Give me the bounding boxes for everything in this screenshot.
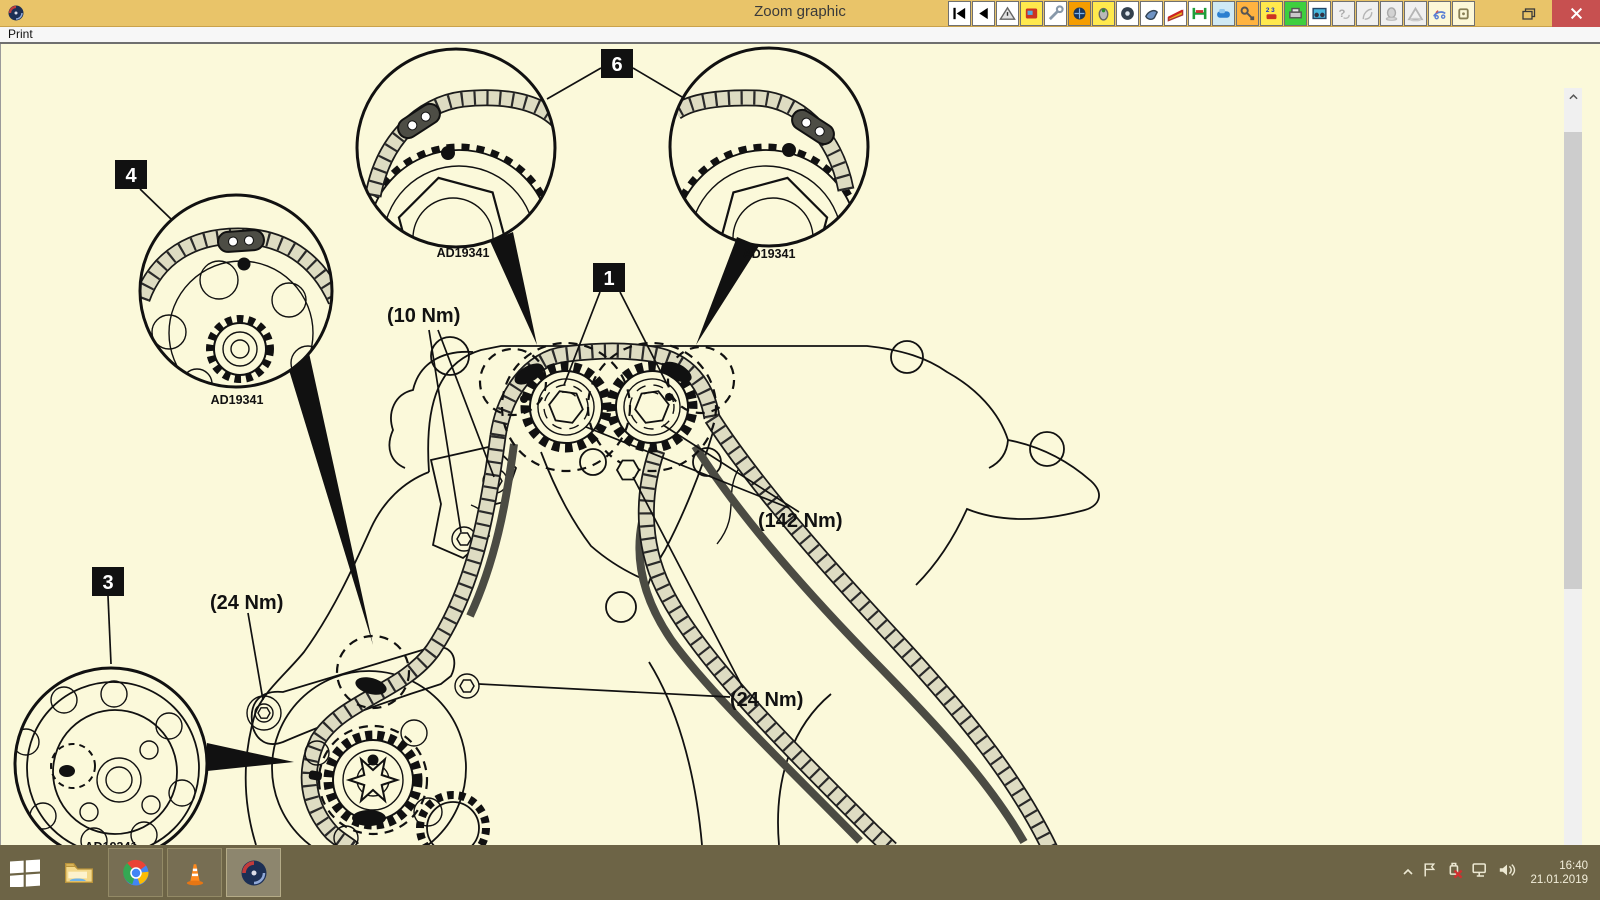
pointer-wedges	[207, 232, 759, 771]
marked-link-4	[217, 229, 265, 253]
diagnostic-connector-button[interactable]	[1020, 1, 1043, 26]
detail-view-4	[138, 193, 334, 389]
lower-marked-link	[355, 677, 387, 695]
system-tray: 16:40 21.01.2019	[1402, 845, 1600, 900]
timing-chain-diagram: .ol{fill:none;stroke:#111;stroke-width:1…	[13, 46, 1100, 845]
titlebar: Zoom graphic 2 3 ?	[0, 0, 1600, 27]
chain-guide-left	[466, 443, 518, 618]
procedures-disabled-button[interactable]	[1356, 1, 1379, 26]
go-back-button[interactable]	[972, 1, 995, 26]
timing-mark-window-3	[50, 743, 96, 789]
window-controls	[1506, 0, 1600, 27]
key-transponder-button[interactable]	[1236, 1, 1259, 26]
restore-button[interactable]	[1506, 0, 1552, 27]
taskbar-vlc[interactable]	[167, 848, 222, 897]
crank-sprocket	[304, 719, 490, 845]
torque-label-24nm-left: (24 Nm)	[210, 592, 283, 614]
warning-button[interactable]	[996, 1, 1019, 26]
callout-3: 3	[102, 572, 113, 594]
marked-link-6-left	[397, 102, 441, 140]
video-guide-button[interactable]	[1308, 1, 1331, 26]
marked-link-6-right	[791, 108, 835, 146]
crankshaft-assembly	[246, 645, 467, 845]
graphic-viewport: .ol{fill:none;stroke:#111;stroke-width:1…	[0, 44, 1582, 889]
vehicle-lift-button[interactable]	[1188, 1, 1211, 26]
taskbar: 16:40 21.01.2019	[0, 845, 1600, 900]
taskbar-clock[interactable]: 16:40 21.01.2019	[1530, 859, 1588, 887]
app-icon	[7, 4, 25, 22]
callout-6: 6	[611, 54, 622, 76]
callouts: 6 4 1 3	[92, 49, 683, 665]
torque-label-24nm-right: (24 Nm)	[730, 689, 803, 711]
scrollbar-thumb[interactable]	[1564, 132, 1582, 589]
figure-code-6-left: AD19341	[437, 246, 490, 260]
tray-expand-icon[interactable]	[1402, 864, 1414, 882]
air-conditioning-button[interactable]	[1212, 1, 1235, 26]
timing-dot-6-left	[441, 146, 455, 160]
wiring-diagram-button[interactable]	[1428, 1, 1451, 26]
wheels-tyres-button[interactable]	[1116, 1, 1139, 26]
service-indicator-button[interactable]	[1068, 1, 1091, 26]
figure-code-4: AD19341	[211, 393, 264, 407]
timing-dot-6-right	[782, 143, 796, 157]
menu-print[interactable]: Print	[8, 27, 33, 41]
component-parts-button[interactable]	[1140, 1, 1163, 26]
figure-codes: AD19341 AD19341 AD19341 AD19341	[85, 246, 796, 845]
torque-label-142nm: (142 Nm)	[758, 510, 842, 532]
callout-box-4	[115, 160, 147, 189]
taskbar-file-explorer[interactable]	[58, 848, 100, 897]
callout-box-3	[92, 567, 124, 596]
detail-view-3	[13, 666, 209, 845]
figure-code-3: AD19341	[85, 840, 138, 845]
menu-separator	[0, 42, 1600, 44]
callout-1: 1	[603, 268, 614, 290]
battery-check-button[interactable]	[1452, 1, 1475, 26]
torque-labels: (10 Nm) (142 Nm) (24 Nm) (24 Nm)	[210, 305, 842, 711]
menubar: Print	[0, 27, 1600, 42]
tensioner-pivot-bolt	[258, 708, 270, 718]
print-graphic-button[interactable]	[1284, 1, 1307, 26]
usb-device-error-icon[interactable]	[1445, 861, 1464, 884]
repair-operations-button[interactable]	[1044, 1, 1067, 26]
airbag-disabled-button[interactable]	[1380, 1, 1403, 26]
close-button[interactable]	[1552, 0, 1600, 27]
taskbar-chrome[interactable]	[108, 848, 163, 897]
help-disabled-button[interactable]: ?	[1332, 1, 1355, 26]
clock-date: 21.01.2019	[1530, 873, 1588, 886]
toolbar: 2 3 ?	[948, 1, 1476, 26]
figure-code-6-right: AD19341	[743, 247, 796, 261]
action-center-flag-icon[interactable]	[1422, 862, 1437, 883]
chain-guide-right-inner	[635, 521, 863, 844]
go-first-button[interactable]	[948, 1, 971, 26]
clock-time: 16:40	[1559, 859, 1588, 872]
detail-view-6-right	[668, 46, 870, 248]
alignment-dashed-circles	[317, 341, 736, 836]
tensioner-arm	[250, 645, 456, 745]
timing-dot-3	[59, 765, 75, 777]
callout-box-6	[601, 49, 633, 78]
torque-label-10nm: (10 Nm)	[387, 305, 460, 327]
scroll-up-button[interactable]	[1564, 88, 1582, 105]
chain-guide-right-outer	[691, 443, 1028, 845]
crank-star-mark	[345, 756, 401, 804]
detail-view-6-left	[355, 47, 557, 249]
volume-icon[interactable]	[1498, 862, 1516, 883]
timing-dot-4	[237, 257, 251, 271]
hazard-disabled-button[interactable]	[1404, 1, 1427, 26]
crank-marked-link	[352, 810, 386, 826]
svg-text:2 3: 2 3	[1266, 7, 1275, 14]
start-button[interactable]	[8, 857, 42, 888]
callout-4: 4	[125, 165, 137, 187]
window-title: Zoom graphic	[754, 3, 846, 20]
engine-management-button[interactable]	[1092, 1, 1115, 26]
timing-data-button[interactable]: 2 3	[1260, 1, 1283, 26]
network-icon[interactable]	[1472, 862, 1490, 883]
bodywork-ramp-button[interactable]	[1164, 1, 1187, 26]
svg-text:?: ?	[1339, 8, 1346, 20]
callout-box-1	[593, 263, 625, 292]
tensioner-bolt-lower	[457, 533, 471, 545]
vertical-scrollbar[interactable]	[1564, 88, 1582, 889]
taskbar-autodata[interactable]	[226, 848, 281, 897]
